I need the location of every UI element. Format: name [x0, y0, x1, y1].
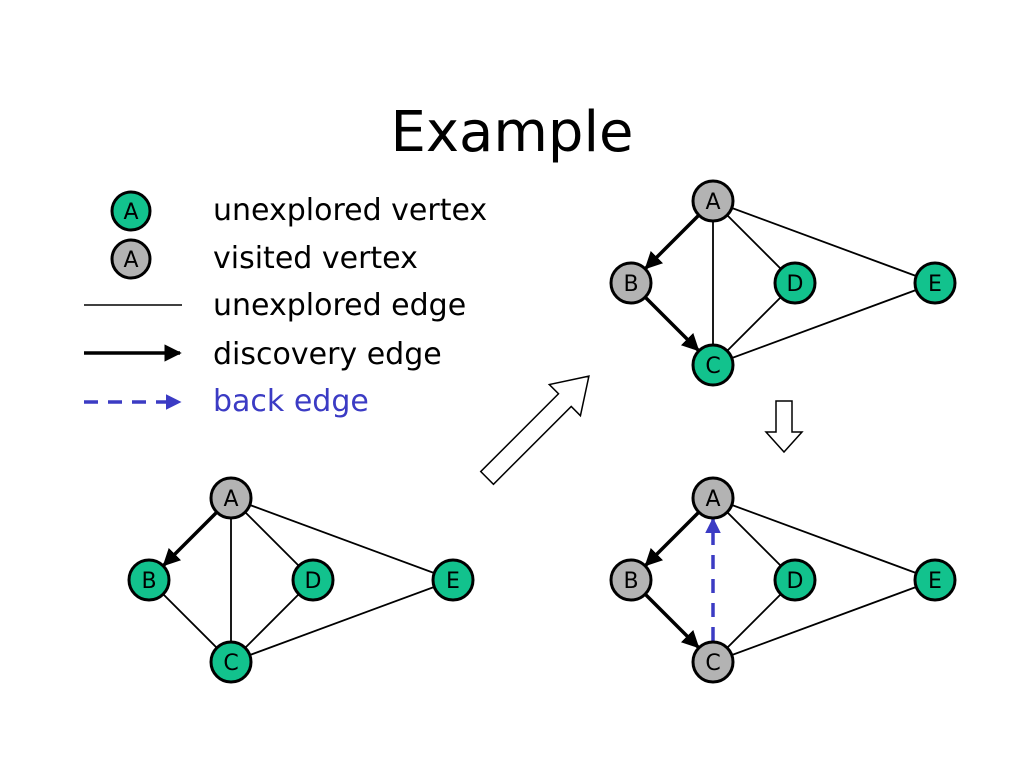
vertex-label-B: B [141, 569, 156, 594]
vertex-label-B: B [623, 569, 638, 594]
legend-visited-vertex-sample-label: A [123, 248, 138, 273]
vertex-D [291, 558, 335, 602]
vertex-E [913, 558, 957, 602]
vertex-A [691, 476, 735, 520]
hollow-diagonal-arrow-icon [479, 375, 590, 486]
vertex-E [431, 558, 475, 602]
vertex-label-C: C [223, 651, 238, 676]
edge-AE [712, 497, 936, 581]
legend-label-back-edge: back edge [213, 384, 369, 419]
discovery-edge-BC [643, 295, 700, 352]
legend-label-unexplored-edge: unexplored edge [213, 288, 467, 323]
vertex-label-A: A [705, 190, 720, 215]
vertex-B [609, 558, 653, 602]
vertex-label-D: D [305, 569, 322, 594]
legend-visited-vertex-sample [110, 238, 152, 280]
edge-AE [230, 497, 454, 581]
graph-bottom-right: A B C D E [609, 476, 957, 684]
discovery-edge-BC [643, 592, 700, 649]
slide-title: Example [390, 100, 634, 165]
legend-label-visited-vertex: visited vertex [213, 241, 418, 276]
vertex-label-A: A [705, 487, 720, 512]
vertex-label-C: C [705, 651, 720, 676]
vertex-B [609, 261, 653, 305]
legend-label-discovery-edge: discovery edge [213, 337, 442, 372]
vertex-A [209, 476, 253, 520]
hollow-down-arrow-icon [764, 400, 804, 454]
vertex-label-A: A [223, 487, 238, 512]
vertex-label-D: D [787, 272, 804, 297]
vertex-label-E: E [446, 569, 460, 594]
legend-samples: A A [84, 190, 182, 410]
vertex-D [773, 558, 817, 602]
vertex-C [209, 640, 253, 684]
graph-top-right: A B C D E [609, 179, 957, 387]
vertex-label-D: D [787, 569, 804, 594]
vertex-E [913, 261, 957, 305]
vertex-label-E: E [928, 272, 942, 297]
vertex-label-C: C [705, 354, 720, 379]
vertex-label-B: B [623, 272, 638, 297]
vertex-label-E: E [928, 569, 942, 594]
vertex-B [127, 558, 171, 602]
discovery-edge-AB [644, 510, 701, 567]
edge-CE [712, 282, 936, 366]
legend-unexplored-vertex-sample [110, 190, 152, 232]
discovery-edge-AB [644, 213, 701, 270]
vertex-D [773, 261, 817, 305]
vertex-A [691, 179, 735, 223]
discovery-edge-AB [162, 510, 219, 567]
edge-CE [230, 579, 454, 663]
vertex-C [691, 343, 735, 387]
edge-AE [712, 200, 936, 284]
legend-unexplored-vertex-sample-label: A [123, 200, 138, 225]
graph-bottom-left: A B C D E [127, 476, 475, 684]
vertex-C [691, 640, 735, 684]
edge-CE [712, 579, 936, 663]
legend-label-unexplored-vertex: unexplored vertex [213, 193, 488, 228]
